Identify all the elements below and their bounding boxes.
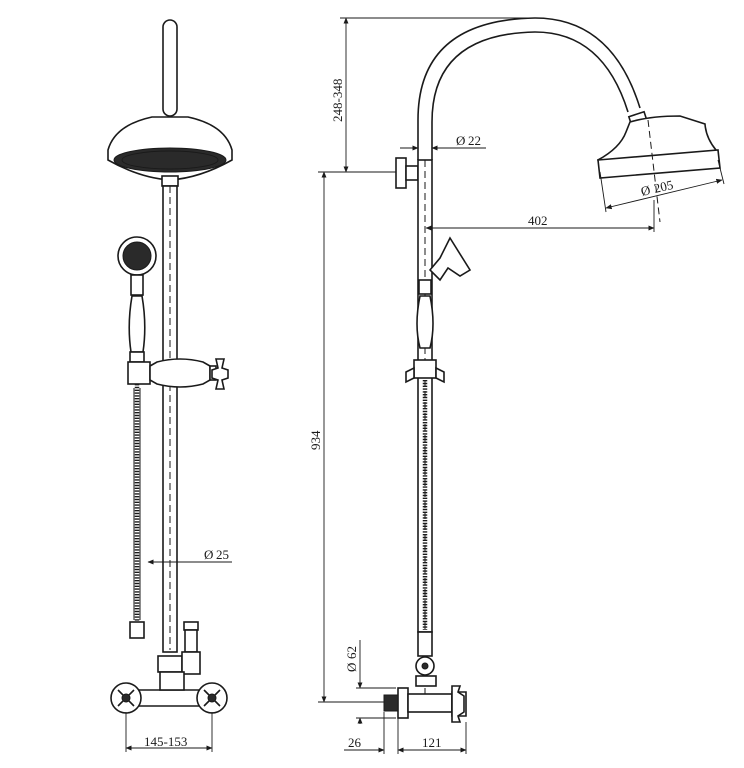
wall-bracket-top bbox=[395, 157, 407, 189]
dim-rail-height: 934 bbox=[308, 430, 323, 450]
shower-head-nozzles bbox=[113, 147, 227, 173]
diverter-knob bbox=[184, 629, 198, 653]
handshower-handle bbox=[128, 295, 146, 353]
dim-arm-height: 248-348 bbox=[330, 79, 345, 122]
dim-rail-diameter: 25 bbox=[216, 547, 229, 562]
diverter-body bbox=[157, 655, 183, 673]
dim-wall-gap: 26 bbox=[348, 735, 362, 750]
dim-pipe-diameter-symbol: Ø bbox=[456, 133, 465, 148]
slider-holder bbox=[127, 361, 151, 385]
side-view: 248-348 Ø 22 Ø 205 402 934 Ø 62 2 bbox=[308, 17, 725, 754]
dim-projection: 121 bbox=[422, 735, 442, 750]
dim-head-diameter: 205 bbox=[652, 177, 674, 196]
handshower-face bbox=[122, 241, 152, 271]
shower-arm-outer bbox=[417, 17, 641, 160]
dim-centres: 145-153 bbox=[144, 734, 187, 749]
riser-pipe-top bbox=[162, 19, 178, 117]
head-connector bbox=[161, 175, 179, 187]
slider-knob bbox=[211, 358, 229, 390]
slider-side bbox=[413, 359, 437, 379]
wall-flange bbox=[397, 687, 409, 719]
handshower-handle-side bbox=[416, 295, 434, 349]
dim-pipe-diameter: 22 bbox=[468, 133, 481, 148]
hose-nut bbox=[129, 621, 145, 639]
handshower-neck bbox=[130, 274, 144, 296]
front-view: Ø 25 145-153 bbox=[107, 19, 233, 752]
handshower-side bbox=[428, 236, 472, 282]
dim-inlet-diameter-symbol: Ø bbox=[344, 663, 359, 672]
mixer-handle-side bbox=[451, 685, 465, 723]
dim-inlet-diameter: 62 bbox=[344, 646, 359, 659]
dim-rail-diameter-symbol: Ø bbox=[204, 547, 213, 562]
dim-arm-reach: 402 bbox=[528, 213, 548, 228]
mixer-body-side bbox=[407, 693, 453, 713]
shower-arm-inner bbox=[431, 31, 629, 160]
dim-head-diameter-symbol: Ø bbox=[639, 182, 652, 199]
slider-body bbox=[149, 358, 211, 388]
